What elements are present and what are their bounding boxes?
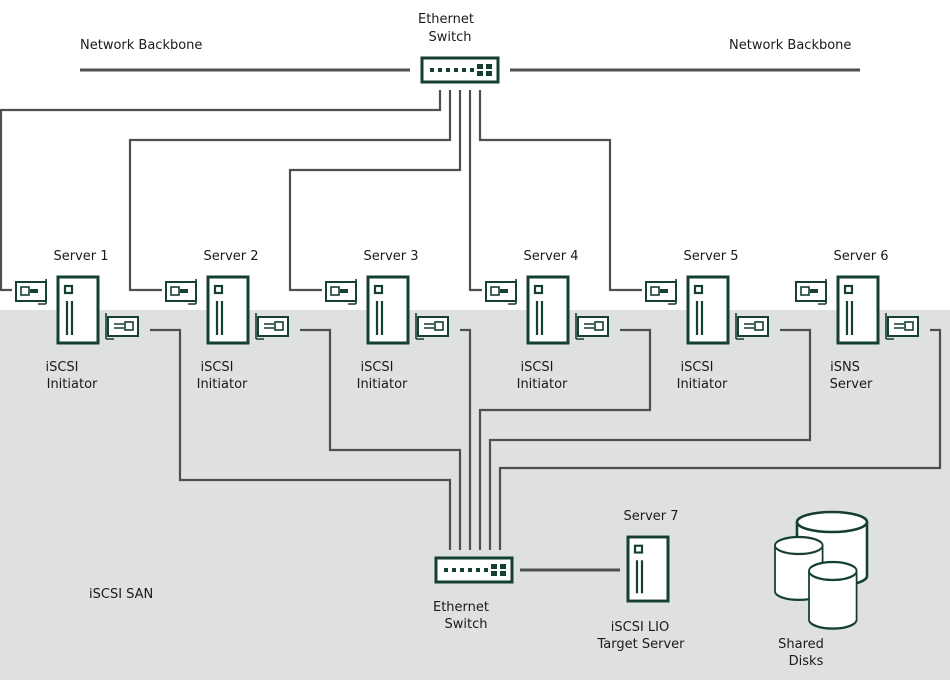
server-3-nic-right-icon	[415, 312, 449, 340]
wire-top-server4	[468, 90, 482, 292]
server-5-role-2: Initiator	[677, 377, 728, 392]
server-6-nic-right-icon	[885, 312, 919, 340]
server-6-role-1: iSNS	[830, 360, 860, 375]
server-7-role-1: iSCSI LIO	[611, 620, 669, 635]
server-3-nic-left-icon	[325, 278, 357, 305]
server-1-role-2: Initiator	[47, 377, 98, 392]
wire-top-server1	[0, 90, 442, 292]
server-4-role-1: iSCSI	[520, 360, 553, 375]
server-5-nic-right-icon	[735, 312, 769, 340]
server-4-nic-left-icon	[485, 278, 517, 305]
server-3-tower-icon	[366, 275, 410, 345]
wire-san-server6	[498, 328, 942, 550]
wire-top-server2	[128, 90, 452, 292]
server-7-tower-icon	[626, 535, 670, 603]
wire-top-server5	[478, 90, 642, 292]
server-2-role-1: iSCSI	[200, 360, 233, 375]
san-zone	[0, 310, 950, 680]
san-switch-label-2: Switch	[445, 617, 488, 632]
backbone-left-label: Network Backbone	[80, 38, 202, 53]
server-7-role-2: Target Server	[597, 637, 686, 652]
wire-top-server3	[288, 90, 462, 292]
wire-san-server2	[300, 328, 462, 550]
server-6-name: Server 6	[833, 249, 888, 264]
server-1-nic-right-icon	[105, 312, 139, 340]
server-2-role-2: Initiator	[197, 377, 248, 392]
server-7-name: Server 7	[623, 509, 678, 524]
server-1-role-1: iSCSI	[45, 360, 78, 375]
server-1-nic-left-icon	[15, 278, 47, 305]
server-3: Server 3 iSCSI Initiator	[325, 249, 449, 392]
storage-label-2: Disks	[789, 654, 824, 669]
san-ethernet-switch-icon	[434, 556, 514, 584]
server-6: Server 6 iSNS Server	[795, 249, 919, 392]
server-1-tower-icon	[56, 275, 100, 345]
top-switch-label-1: Ethernet	[418, 12, 474, 27]
san-label: iSCSI SAN	[89, 587, 153, 602]
server-2-nic-left-icon	[165, 278, 197, 305]
server-2-name: Server 2	[203, 249, 258, 264]
server-6-nic-left-icon	[795, 278, 827, 305]
wire-san-server5	[488, 328, 812, 550]
server-5-nic-left-icon	[645, 278, 677, 305]
server-2: Server 2 iSCSI Initiator	[165, 249, 289, 392]
wire-san-server3	[460, 328, 472, 550]
wire-san-server1	[150, 328, 452, 550]
server-5-role-1: iSCSI	[680, 360, 713, 375]
server-4-name: Server 4	[523, 249, 578, 264]
top-ethernet-switch-icon	[420, 56, 500, 84]
server-6-tower-icon	[836, 275, 880, 345]
server-4: Server 4 iSCSI Initiator	[485, 249, 609, 392]
backbone-right-label: Network Backbone	[729, 38, 851, 53]
server-5-name: Server 5	[683, 249, 738, 264]
server-4-tower-icon	[526, 275, 570, 345]
server-4-nic-right-icon	[575, 312, 609, 340]
server-3-name: Server 3	[363, 249, 418, 264]
wire-san-server4	[478, 328, 652, 550]
san-switch-label-1: Ethernet	[433, 600, 489, 615]
server-2-tower-icon	[206, 275, 250, 345]
server-4-role-2: Initiator	[517, 377, 568, 392]
storage-label-1: Shared	[778, 637, 824, 652]
server-3-role-1: iSCSI	[360, 360, 393, 375]
server-3-role-2: Initiator	[357, 377, 408, 392]
server-6-role-2: Server	[830, 377, 873, 392]
server-5-tower-icon	[686, 275, 730, 345]
server-2-nic-right-icon	[255, 312, 289, 340]
server-5: Server 5 iSCSI Initiator	[645, 249, 769, 392]
top-switch-label-2: Switch	[429, 30, 472, 45]
server-1: Server 1 iSCSI Initiator	[15, 249, 139, 392]
server-1-name: Server 1	[53, 249, 108, 264]
disk-front-icon	[807, 560, 858, 630]
